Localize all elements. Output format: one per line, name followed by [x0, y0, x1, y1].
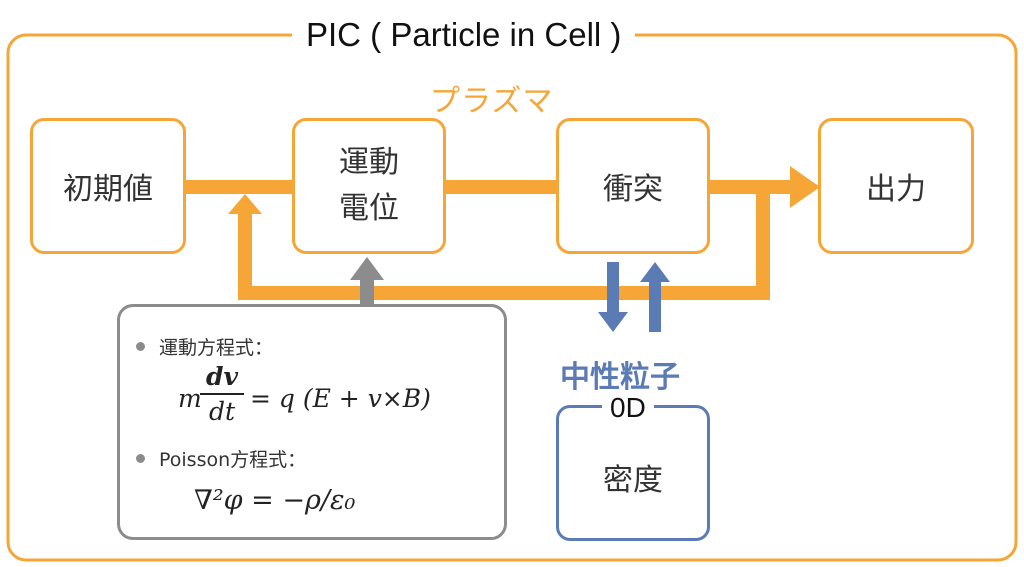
density-label: 密度 [603, 463, 663, 498]
bullet-dot [136, 454, 145, 463]
equation-arrowhead [350, 257, 384, 280]
flow-initial-to-motion [186, 180, 294, 194]
loop-bottom-horizontal [238, 286, 770, 300]
bullet-dot [136, 342, 145, 351]
output-label: 出力 [866, 172, 926, 207]
blue-down-shaft [607, 262, 619, 312]
motion-mass-symbol: m [178, 384, 202, 413]
motion-denominator: dt [208, 397, 236, 426]
loop-left-vertical [238, 214, 252, 300]
motion-label: 運動 [339, 144, 399, 180]
initial-values-label: 初期値 [63, 172, 153, 207]
equation-arrow-shaft [360, 278, 374, 305]
equations-panel: 運動方程式： m dv dt = q (E + v×B) Poisson方程式：… [117, 304, 507, 540]
diagram-title: PIC ( Particle in Cell ) [292, 10, 636, 60]
loop-arrowhead-up [228, 194, 262, 214]
blue-up-arrowhead [640, 262, 670, 282]
output-box: 出力 [818, 118, 974, 254]
blue-down-arrowhead [598, 312, 628, 332]
loop-right-vertical [756, 187, 770, 300]
fraction-bar [200, 393, 244, 395]
potential-label: 電位 [339, 191, 399, 226]
blue-up-shaft [649, 282, 661, 332]
collision-label: 衝突 [603, 172, 663, 207]
motion-equation-heading: 運動方程式： [136, 333, 273, 360]
motion-potential-box: 運動 電位 [292, 118, 446, 254]
motion-derivative-fraction: dv dt [200, 362, 244, 426]
poisson-equation-heading-text: Poisson方程式： [159, 449, 307, 471]
flow-output-arrowhead [790, 166, 820, 208]
neutral-0d-label: 0D [602, 392, 654, 424]
motion-equation-heading-text: 運動方程式： [159, 337, 274, 359]
poisson-equation-heading: Poisson方程式： [136, 445, 306, 472]
initial-values-box: 初期値 [30, 118, 186, 254]
motion-numerator: dv [205, 362, 238, 391]
collision-box: 衝突 [556, 118, 710, 254]
motion-equation-rhs: = q (E + v×B) [250, 384, 431, 413]
flow-motion-to-collision [446, 180, 558, 194]
flow-collision-to-output [710, 180, 792, 194]
plasma-label: プラズマ [430, 84, 554, 119]
poisson-equation: ∇²φ = −ρ/ε₀ [194, 485, 356, 516]
neutral-particles-label: 中性粒子 [560, 360, 680, 395]
